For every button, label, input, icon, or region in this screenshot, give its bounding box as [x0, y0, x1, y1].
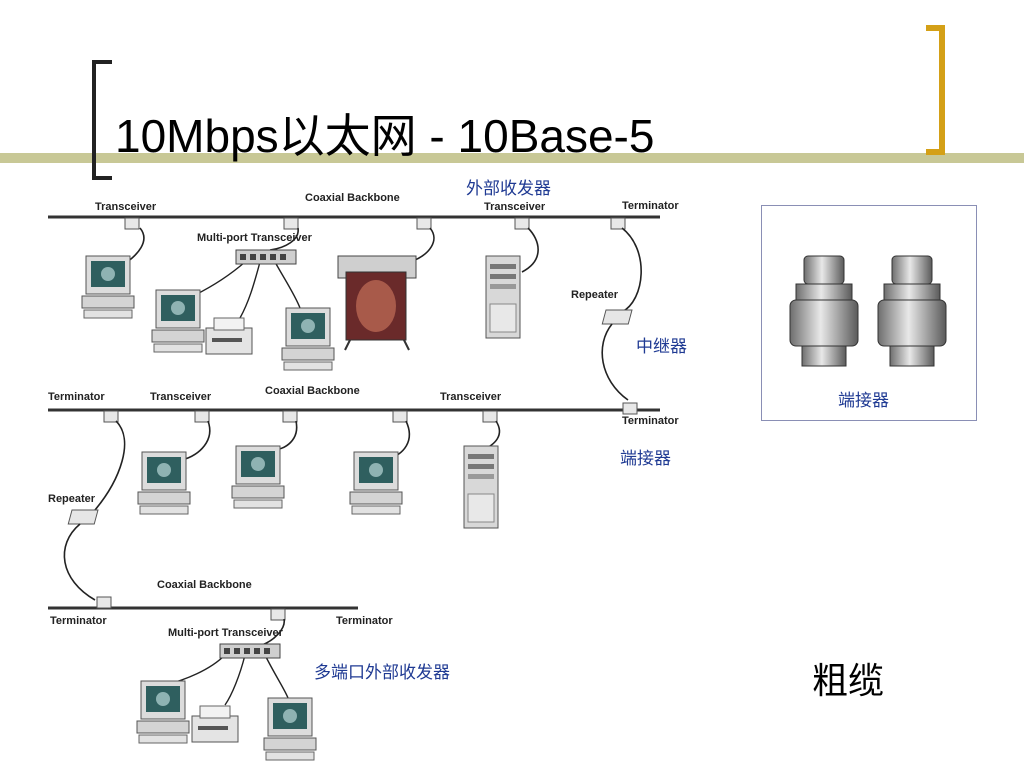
label-backbone-1: Coaxial Backbone — [305, 192, 400, 204]
server-2 — [463, 445, 499, 529]
transceiver-1d — [514, 217, 530, 230]
pc-2b — [231, 445, 285, 509]
label-transceiver-1a: Transceiver — [95, 201, 157, 213]
terminator-1 — [610, 217, 626, 230]
label-terminator-1: Terminator — [622, 200, 679, 212]
photo-caption: 端接器 — [838, 391, 889, 411]
bnc-connector-left — [789, 255, 859, 367]
label-terminator-2b: Terminator — [622, 415, 679, 427]
label-backbone-3: Coaxial Backbone — [157, 579, 252, 591]
label-multiport-3: Multi-port Transceiver — [168, 627, 284, 639]
label-transceiver-1d: Transceiver — [484, 201, 546, 213]
transceiver-3a — [96, 596, 112, 609]
annotation-terminator: 端接器 — [620, 449, 671, 469]
annotation-repeater: 中继器 — [636, 337, 687, 357]
multiport-transceiver-3 — [219, 643, 281, 659]
transceiver-1b — [283, 217, 299, 230]
right-bracket — [926, 25, 945, 155]
server-1 — [485, 255, 521, 339]
bnc-terminator-image — [789, 255, 947, 367]
transceiver-2a — [103, 410, 119, 423]
pc-1a — [81, 255, 135, 319]
transceiver-3b — [270, 608, 286, 621]
pc-3b — [263, 697, 317, 761]
annotation-multiport-transceiver: 多端口外部收发器 — [314, 663, 450, 683]
label-multiport-1: Multi-port Transceiver — [197, 232, 313, 244]
label-backbone-2: Coaxial Backbone — [265, 385, 360, 397]
transceiver-2b — [194, 410, 210, 423]
pc-1b — [151, 289, 205, 353]
bnc-connector-right — [877, 255, 947, 367]
terminator-photo-panel: 端接器 — [761, 205, 977, 421]
transceiver-2e — [482, 410, 498, 423]
pc-3a — [136, 680, 190, 744]
repeater-2 — [67, 509, 99, 525]
printer-3 — [191, 705, 239, 743]
page-title: 10Mbps以太网 - 10Base-5 — [115, 110, 655, 162]
label-terminator-3b: Terminator — [336, 615, 393, 627]
transceiver-1c — [416, 217, 432, 230]
title-underline-bar — [0, 153, 1024, 163]
annotation-external-transceiver: 外部收发器 — [466, 179, 551, 199]
label-terminator-3a: Terminator — [50, 615, 107, 627]
pc-1c — [281, 307, 335, 371]
label-repeater-1: Repeater — [571, 289, 619, 301]
repeater-1 — [601, 309, 633, 325]
slide-caption: 粗缆 — [812, 661, 885, 702]
left-bracket — [92, 60, 112, 180]
transceiver-2c — [282, 410, 298, 423]
label-repeater-2: Repeater — [48, 493, 96, 505]
plotter — [337, 255, 417, 351]
terminator-2b — [622, 402, 638, 415]
transceiver-2d — [392, 410, 408, 423]
printer-1 — [205, 317, 253, 355]
label-terminator-2a: Terminator — [48, 391, 105, 403]
transceiver-1a — [124, 217, 140, 230]
label-transceiver-2e: Transceiver — [440, 391, 502, 403]
multiport-transceiver-1 — [235, 249, 297, 265]
pc-2c — [349, 451, 403, 515]
label-transceiver-2b: Transceiver — [150, 391, 212, 403]
pc-2a — [137, 451, 191, 515]
